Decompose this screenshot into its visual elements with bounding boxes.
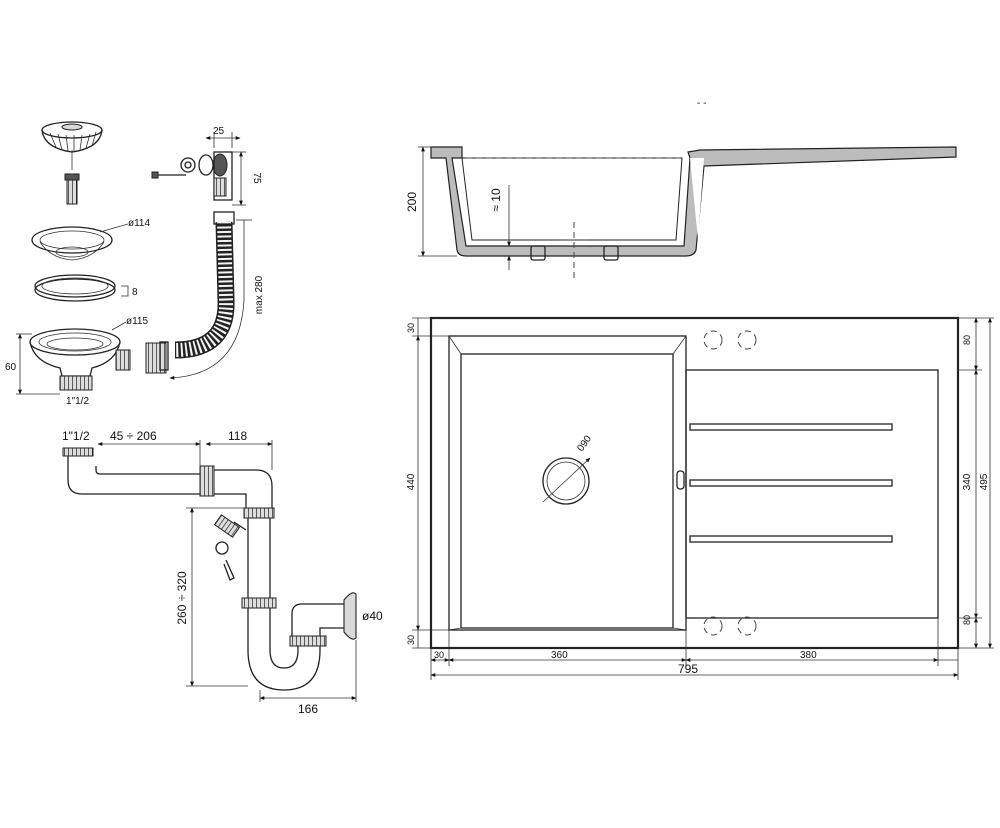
overflow-fitting: 25 75 [151, 126, 262, 206]
drainer-rib-1 [689, 423, 893, 431]
strainer-flange: ø114 [31, 218, 150, 261]
dim-795-label: 795 [678, 662, 698, 676]
overflow-slot [676, 470, 685, 490]
diam-114-label: ø114 [128, 218, 150, 229]
sink-cross-section: - - 200 ≈ 10 [405, 98, 957, 280]
drain-screw [64, 150, 80, 205]
bowl-outer [448, 335, 687, 631]
dim-495-label: 495 [979, 473, 990, 490]
thread-label: 1"1/2 [66, 396, 89, 407]
dim-360-label: 360 [551, 650, 568, 661]
gasket-ring: 8 [34, 274, 138, 302]
siphon-thread-label: 1"1/2 [62, 429, 90, 443]
right-80-top-label: 80 [962, 335, 972, 345]
siphon-assembly-view: ø40 1"1/2 45 ÷ 206 118 260 ÷ 320 166 [62, 429, 383, 716]
left-30-label: 30 [434, 650, 444, 660]
drain-body: ø115 60 1"1/2 [5, 316, 148, 407]
drainer-area [685, 369, 939, 619]
corrugated-hose: max 280 [145, 211, 265, 380]
diam-90-label: 090 [575, 433, 594, 453]
bowl-inner [460, 353, 674, 629]
right-80-bottom-label: 80 [962, 615, 972, 625]
exploded-parts-view: ø114 8 ø115 60 1"1/2 [5, 121, 265, 407]
top-30-label: 30 [406, 323, 416, 333]
section-mark: - - [697, 98, 706, 109]
drain-hole [542, 457, 590, 505]
overflow-75-label: 75 [251, 172, 262, 184]
drainer-rib-3 [689, 535, 893, 543]
tap-hole [737, 616, 757, 636]
drainer-rib-2 [689, 479, 893, 487]
dim-166-label: 166 [298, 702, 318, 716]
diam-40-label: ø40 [362, 609, 383, 623]
sink-outline [429, 316, 960, 650]
sink-plan-view: 090 30 440 30 80 340 80 4 [406, 316, 994, 680]
ring-8-label: 8 [132, 287, 138, 298]
bottom-30-label: 30 [406, 635, 416, 645]
range-45-206-label: 45 ÷ 206 [110, 429, 157, 443]
height-60-label: 60 [5, 362, 17, 373]
hose-max-label: max 280 [254, 275, 265, 314]
range-260-320-label: 260 ÷ 320 [175, 571, 189, 625]
tap-hole [703, 616, 723, 636]
tap-hole [703, 330, 723, 350]
height-200-label: 200 [405, 192, 419, 212]
tap-hole [737, 330, 757, 350]
dim-340-label: 340 [962, 473, 973, 490]
overflow-25-label: 25 [213, 126, 225, 137]
dim-380-label: 380 [800, 650, 817, 661]
dim-440-label: 440 [406, 473, 417, 490]
dim-118-label: 118 [228, 429, 247, 443]
diam-115-label: ø115 [126, 316, 148, 327]
depth-10-label: ≈ 10 [489, 188, 503, 212]
basket-strainer [41, 121, 103, 153]
